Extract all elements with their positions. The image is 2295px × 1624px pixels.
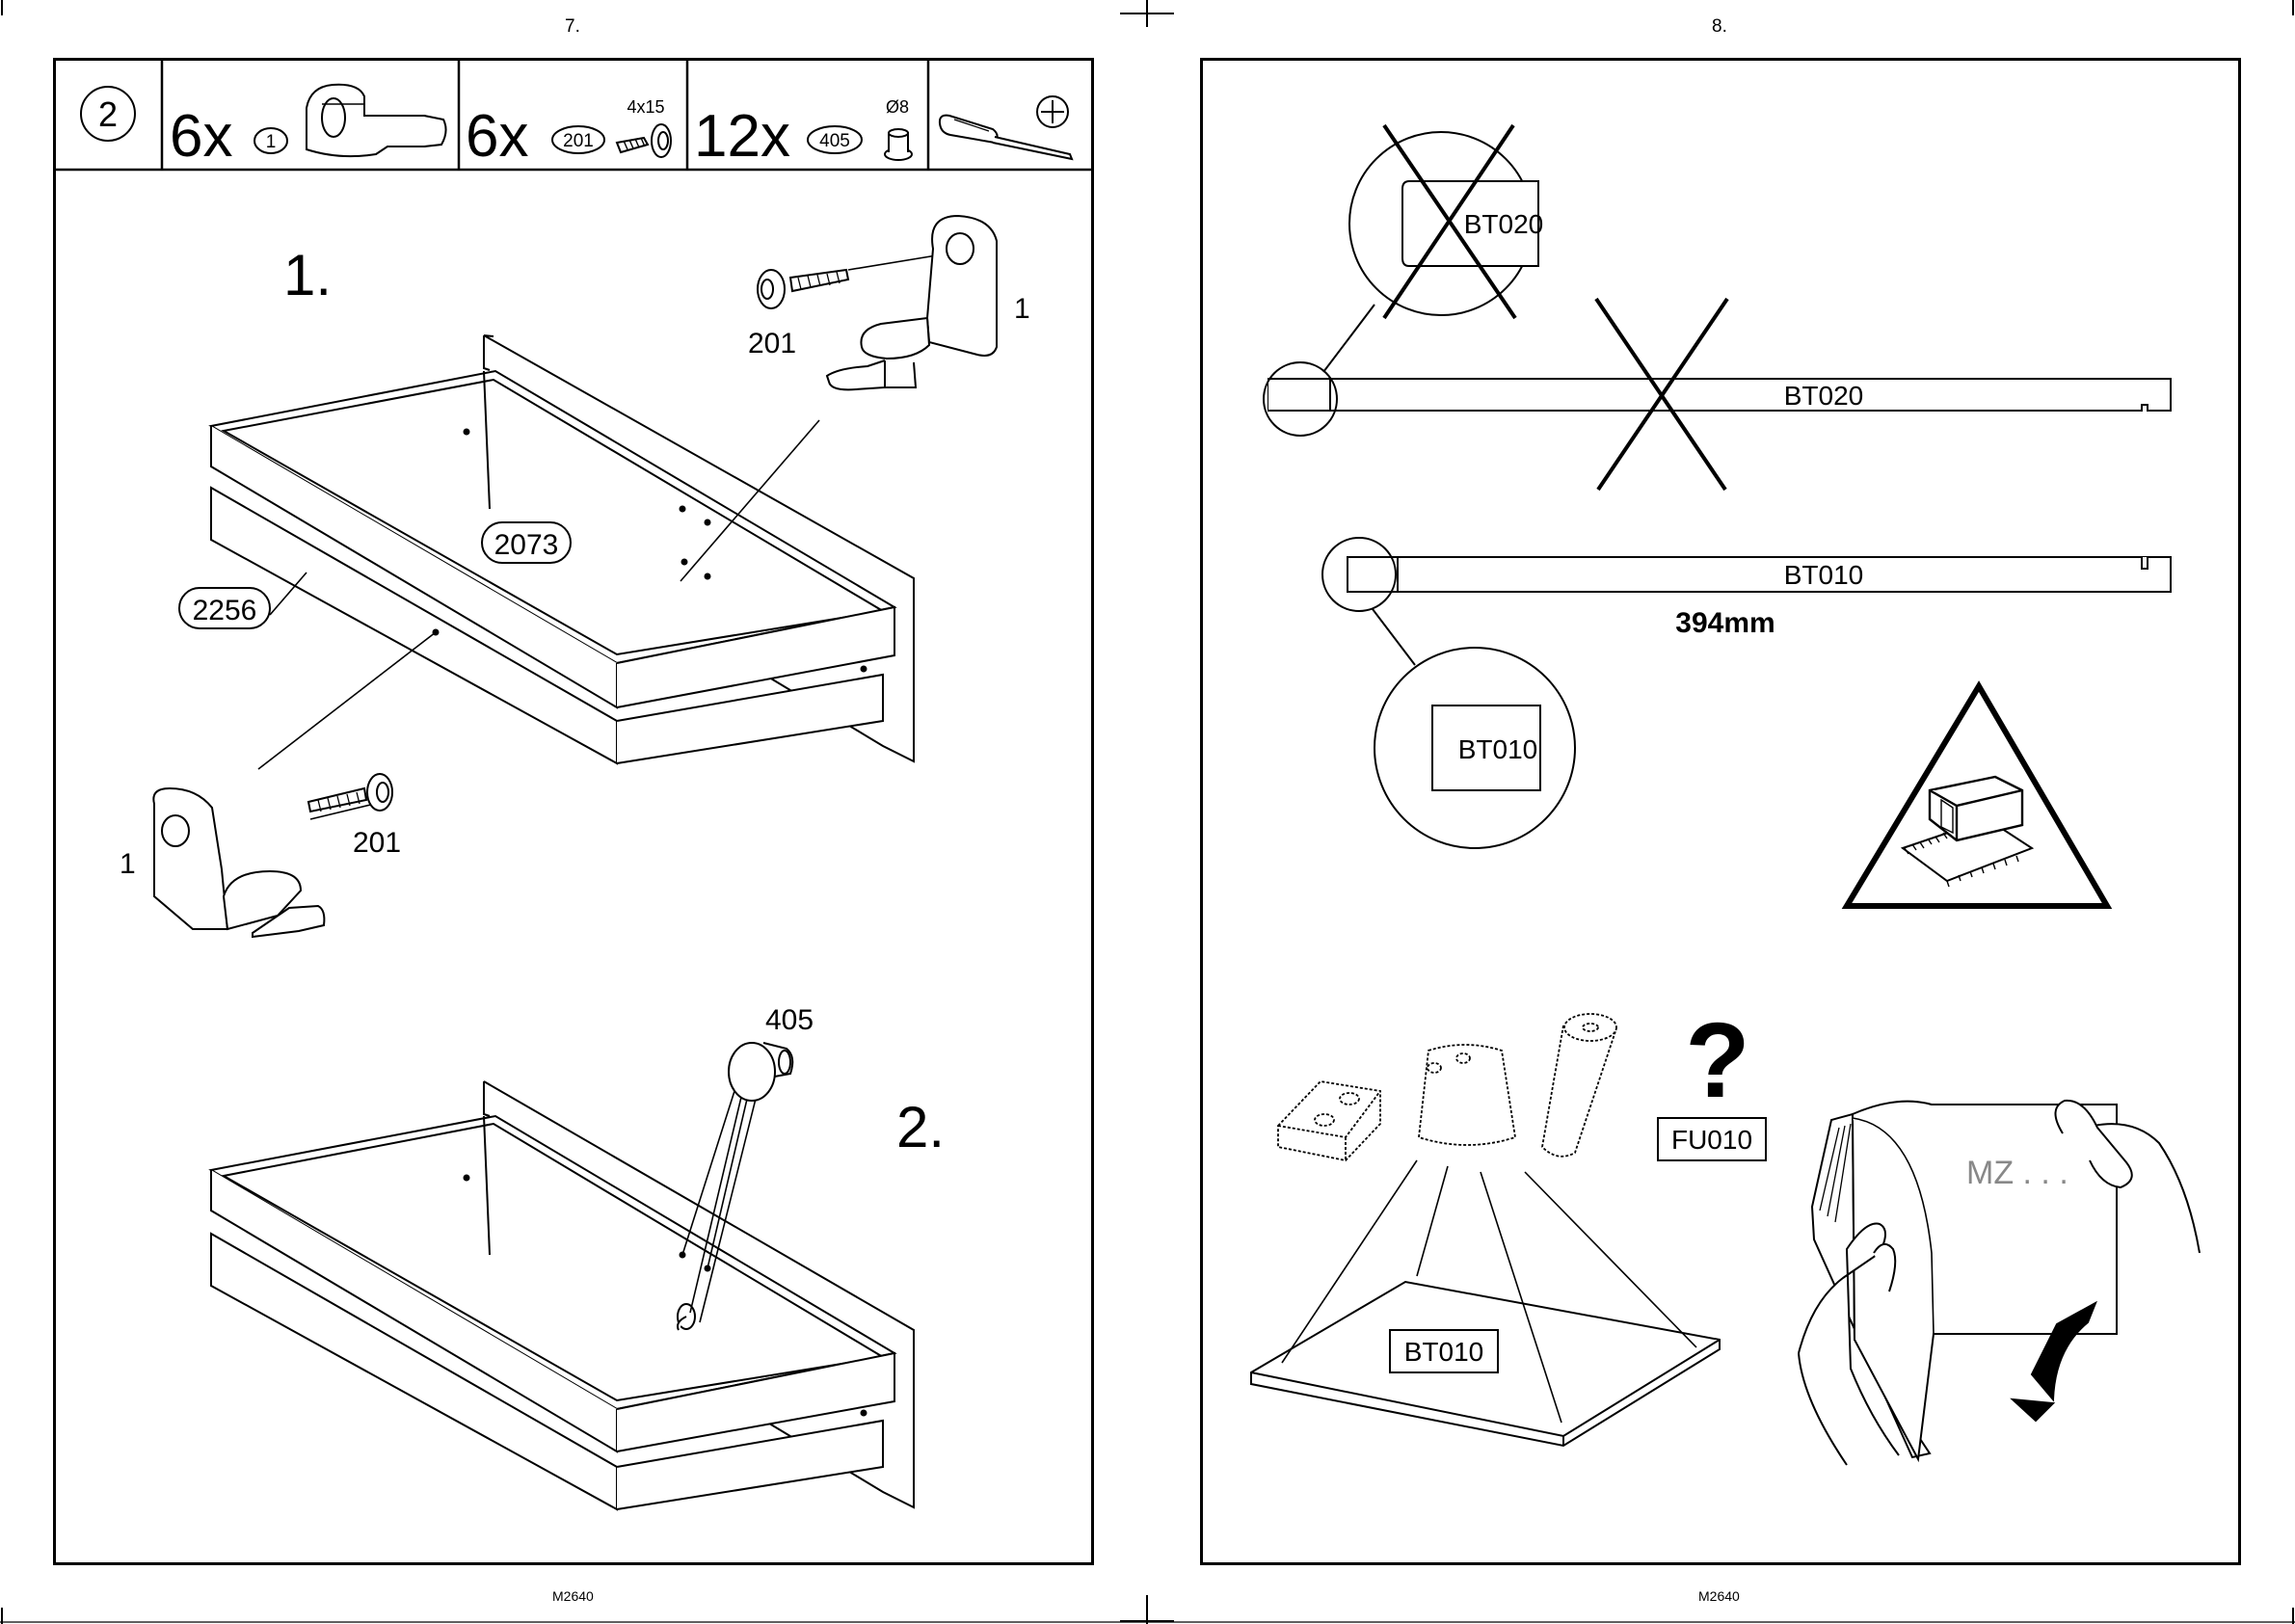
part-2-id: 201 [563,131,594,151]
label-bracket-bottom: 1 [120,848,136,880]
assorted-parts [1278,1014,1616,1160]
page-number-right: 8. [1712,17,1727,36]
part-1-qty: 6x [170,103,232,170]
phillips-head-icon [1037,96,1068,127]
page-number-left: 7. [565,17,580,36]
fu010-label: FU010 [1671,1125,1752,1155]
bracket-icon [307,85,446,156]
screw-bottom [308,774,392,812]
drawer-1-drawing [211,253,954,819]
right-panel-art: BT020 BT020 BT010 BT010 394mm [1203,61,2238,1562]
substep-1-label: 1. [283,243,332,307]
bracket-top [827,216,997,389]
label-screw-top: 201 [748,328,796,359]
label-2073: 2073 [494,529,559,561]
question-mark: ? [1685,1001,1749,1120]
screw-top [758,270,848,308]
screw-icon [617,124,671,157]
drawer-2-drawing [211,1081,914,1509]
label-bracket-top: 1 [1014,293,1030,325]
zoom-bt020-label: BT020 [1464,209,1544,239]
left-instruction-panel: 2 6x 1 6x 201 4x15 12x 405 [53,58,1094,1565]
board-length-label: 394mm [1675,607,1775,639]
page-code-left: M2640 [552,1589,594,1603]
part-2-qty: 6x [466,103,528,170]
label-screw-bottom: 201 [353,827,401,859]
part-3-spec: Ø8 [886,97,909,117]
step-number: 2 [98,94,118,134]
part-1-id: 1 [266,132,277,152]
board-bt010-label: BT010 [1784,560,1864,590]
board-bt020 [1264,125,2171,490]
bt010-box-label: BT010 [1404,1337,1484,1367]
booklet-text: MZ . . . [1966,1155,2068,1191]
plug-icon [885,129,912,160]
part-3-qty: 12x [694,103,790,170]
board-pyramid [1251,1118,1766,1446]
zoom-bt010-label: BT010 [1458,734,1538,764]
part-3-id: 405 [819,131,850,151]
board-bt020-label: BT020 [1784,381,1864,411]
part-2-spec: 4x15 [627,97,664,117]
substep-2-label: 2. [896,1095,945,1159]
soft-surface-warning-icon [1847,686,2107,906]
plug-405 [729,1043,792,1101]
bracket-bottom [153,788,324,937]
left-panel-art: 2 6x 1 6x 201 4x15 12x 405 [56,61,1091,1562]
label-2256: 2256 [193,595,257,626]
page-code-right: M2640 [1698,1589,1740,1603]
label-plug: 405 [765,1004,814,1036]
right-instruction-panel: BT020 BT020 BT010 BT010 394mm [1200,58,2241,1565]
